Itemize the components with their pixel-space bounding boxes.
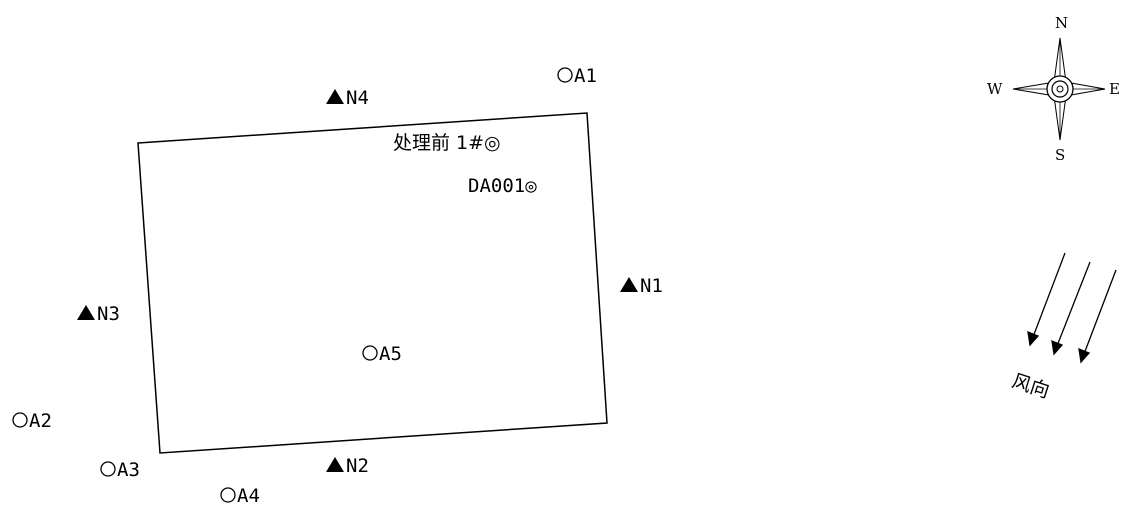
air-point-label: A4 xyxy=(237,485,260,507)
circle-icon xyxy=(220,487,236,503)
circle-icon xyxy=(100,461,116,477)
noise-point-label: N4 xyxy=(346,87,369,109)
air-point-label: A2 xyxy=(29,410,52,432)
wind-direction-indicator xyxy=(1027,252,1117,364)
noise-point-n1: N1 xyxy=(620,275,663,297)
arrow-head-icon xyxy=(1027,330,1040,347)
compass-label-west: W xyxy=(987,80,1003,98)
noise-point-label: N3 xyxy=(97,303,120,325)
triangle-icon xyxy=(326,89,344,104)
triangle-icon xyxy=(326,457,344,472)
air-point-a5: A5 xyxy=(362,343,402,365)
circle-icon xyxy=(12,412,28,428)
wind-arrow xyxy=(1083,269,1117,355)
arrow-head-icon xyxy=(1078,347,1091,364)
noise-point-n3: N3 xyxy=(77,303,120,325)
wind-arrow xyxy=(1056,261,1091,347)
air-point-label: A1 xyxy=(574,65,597,87)
compass-ring-inner xyxy=(1051,80,1069,98)
triangle-icon xyxy=(620,277,638,292)
well-label-da001: DA001◎ xyxy=(468,175,537,197)
air-point-a2: A2 xyxy=(12,410,52,432)
air-point-a4: A4 xyxy=(220,485,260,507)
wind-direction-label: 风向 xyxy=(1009,370,1052,403)
wind-arrow xyxy=(1032,252,1066,338)
compass-label-south: S xyxy=(1055,146,1065,164)
noise-point-n4: N4 xyxy=(326,87,369,109)
compass-ring-outer xyxy=(1046,75,1074,103)
air-point-a1: A1 xyxy=(557,65,597,87)
site-boundary xyxy=(137,112,608,454)
compass-rose: N S W E xyxy=(987,14,1120,164)
air-point-label: A3 xyxy=(117,459,140,481)
compass-label-north: N xyxy=(1055,14,1068,32)
circle-icon xyxy=(362,345,378,361)
compass-center xyxy=(1056,85,1064,93)
air-point-a3: A3 xyxy=(100,459,140,481)
arrow-head-icon xyxy=(1051,339,1064,356)
well-label-pre-treatment: 处理前 1#◎ xyxy=(393,132,501,154)
air-point-label: A5 xyxy=(379,343,402,365)
noise-point-n2: N2 xyxy=(326,455,369,477)
triangle-icon xyxy=(77,305,95,320)
compass-label-east: E xyxy=(1109,80,1120,98)
circle-icon xyxy=(557,67,573,83)
noise-point-label: N2 xyxy=(346,455,369,477)
noise-point-label: N1 xyxy=(640,275,663,297)
